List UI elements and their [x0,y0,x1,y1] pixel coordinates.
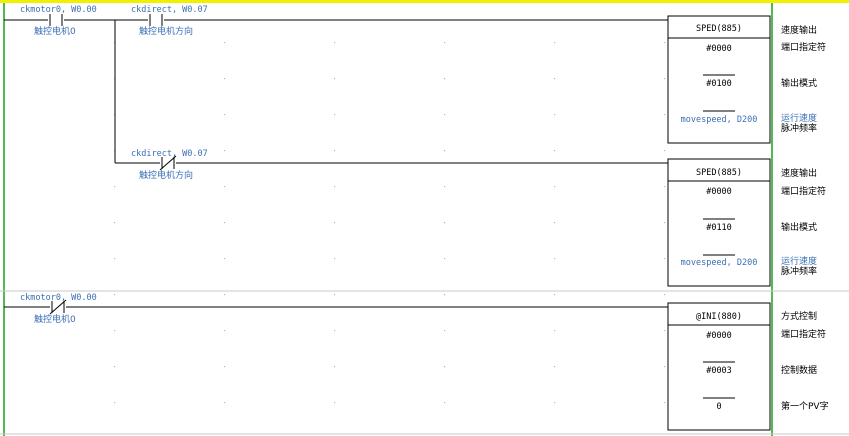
operand-port[interactable]: #0000 [706,44,732,54]
operand-comment: 运行速度 [781,112,817,124]
contact-ckdirect-no[interactable]: ckdirect, W0.07 触控电机方向 [131,5,208,37]
operand-comment: 第一个PV字 [781,400,829,412]
operand-comment: 输出模式 [781,77,817,89]
grid-dots [114,42,666,404]
operand-comment: 控制数据 [781,364,817,376]
output-comment: 速度输出 [781,24,817,36]
rung-1[interactable]: ckmotor0, W0.00 触控电机0 ckdirect, W0.07 触控… [4,5,826,164]
operand-comment: 运行速度 [781,255,817,267]
contact-comment: 触控电机0 [34,313,76,325]
instruction-name: SPED(885) [696,24,742,34]
output-comment: 速度输出 [781,167,817,179]
rung-2[interactable]: ckmotor0, W0.00 触控电机0 @INI(880) #0000 #0… [4,293,829,431]
contact-ckdirect-nc[interactable]: ckdirect, W0.07 触控电机方向 [131,149,208,181]
operand-control-data[interactable]: #0003 [706,366,732,376]
operand-comment: 脉冲频率 [781,122,817,134]
rung-1-branch[interactable]: ckdirect, W0.07 触控电机方向 SPED(885) #0000 #… [131,149,826,287]
operand-first-pv[interactable]: 0 [716,402,721,412]
contact-address: ckmotor0, W0.00 [20,293,97,303]
operand-speed[interactable]: movespeed, D200 [681,115,758,125]
instruction-name: SPED(885) [696,168,742,178]
instruction-box-sped-2[interactable]: SPED(885) #0000 #0110 movespeed, D200 [667,158,771,287]
contact-comment: 触控电机方向 [139,25,193,37]
operand-port[interactable]: #0000 [706,331,732,341]
output-comment: 方式控制 [781,310,817,322]
operand-comment: 脉冲频率 [781,265,817,277]
instruction-name: @INI(880) [696,312,742,322]
contact-comment: 触控电机方向 [139,169,193,181]
operand-speed[interactable]: movespeed, D200 [681,258,758,268]
operand-mode[interactable]: #0110 [706,223,732,233]
instruction-box-sped-1[interactable]: SPED(885) #0000 #0100 movespeed, D200 [667,15,771,144]
operand-port[interactable]: #0000 [706,187,732,197]
operand-mode[interactable]: #0100 [706,79,732,89]
contact-ckmotor0-nc[interactable]: ckmotor0, W0.00 触控电机0 [20,293,97,325]
instruction-box-ini[interactable]: @INI(880) #0000 #0003 0 [667,302,771,431]
contact-ckmotor0-no[interactable]: ckmotor0, W0.00 触控电机0 [20,5,97,37]
top-highlight-bar [0,0,849,3]
contact-address: ckmotor0, W0.00 [20,5,97,15]
contact-address: ckdirect, W0.07 [131,5,208,15]
contact-address: ckdirect, W0.07 [131,149,208,159]
contact-comment: 触控电机0 [34,25,76,37]
operand-comment: 输出模式 [781,221,817,233]
operand-comment: 端口指定符 [781,41,826,53]
operand-comment: 端口指定符 [781,328,826,340]
operand-comment: 端口指定符 [781,185,826,197]
